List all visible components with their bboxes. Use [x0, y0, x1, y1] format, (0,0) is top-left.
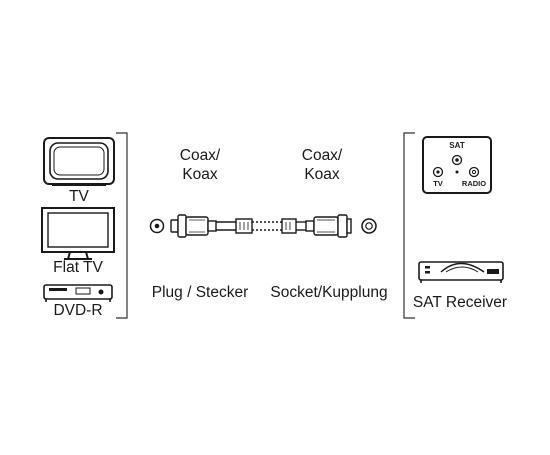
- tv-label: TV: [69, 188, 89, 205]
- flat-tv-label: Flat TV: [53, 259, 103, 276]
- tv-icon: [43, 137, 115, 186]
- sat-socket-tv-label: TV: [433, 179, 443, 188]
- sat-socket-radio-label: RADIO: [461, 179, 487, 188]
- coax-jack-right-icon: [361, 218, 377, 234]
- flat-tv-icon: [41, 207, 115, 260]
- plug-label: Plug / Stecker: [151, 284, 249, 301]
- end-b-type-label: Coax/: [301, 147, 343, 164]
- coax-cable-icon: [216, 218, 306, 234]
- left-bracket: [116, 132, 128, 319]
- coax-socket-connector-icon: [305, 214, 352, 238]
- right-bracket: [403, 132, 415, 319]
- sat-wall-socket-icon: [422, 136, 492, 194]
- coax-plug-icon: [170, 214, 217, 238]
- dvd-recorder-icon: [43, 284, 113, 302]
- sat-receiver-label: SAT Receiver: [412, 294, 508, 311]
- dvd-r-label: DVD-R: [53, 302, 103, 319]
- sat-receiver-icon: [418, 261, 504, 283]
- end-a-type-label: Coax/: [179, 147, 221, 164]
- end-b-type-de-label: Koax: [304, 166, 340, 183]
- coax-jack-left-icon: [149, 218, 165, 234]
- socket-label: Socket/Kupplung: [270, 284, 388, 301]
- sat-socket-title: SAT: [449, 141, 465, 150]
- end-a-type-de-label: Koax: [182, 166, 218, 183]
